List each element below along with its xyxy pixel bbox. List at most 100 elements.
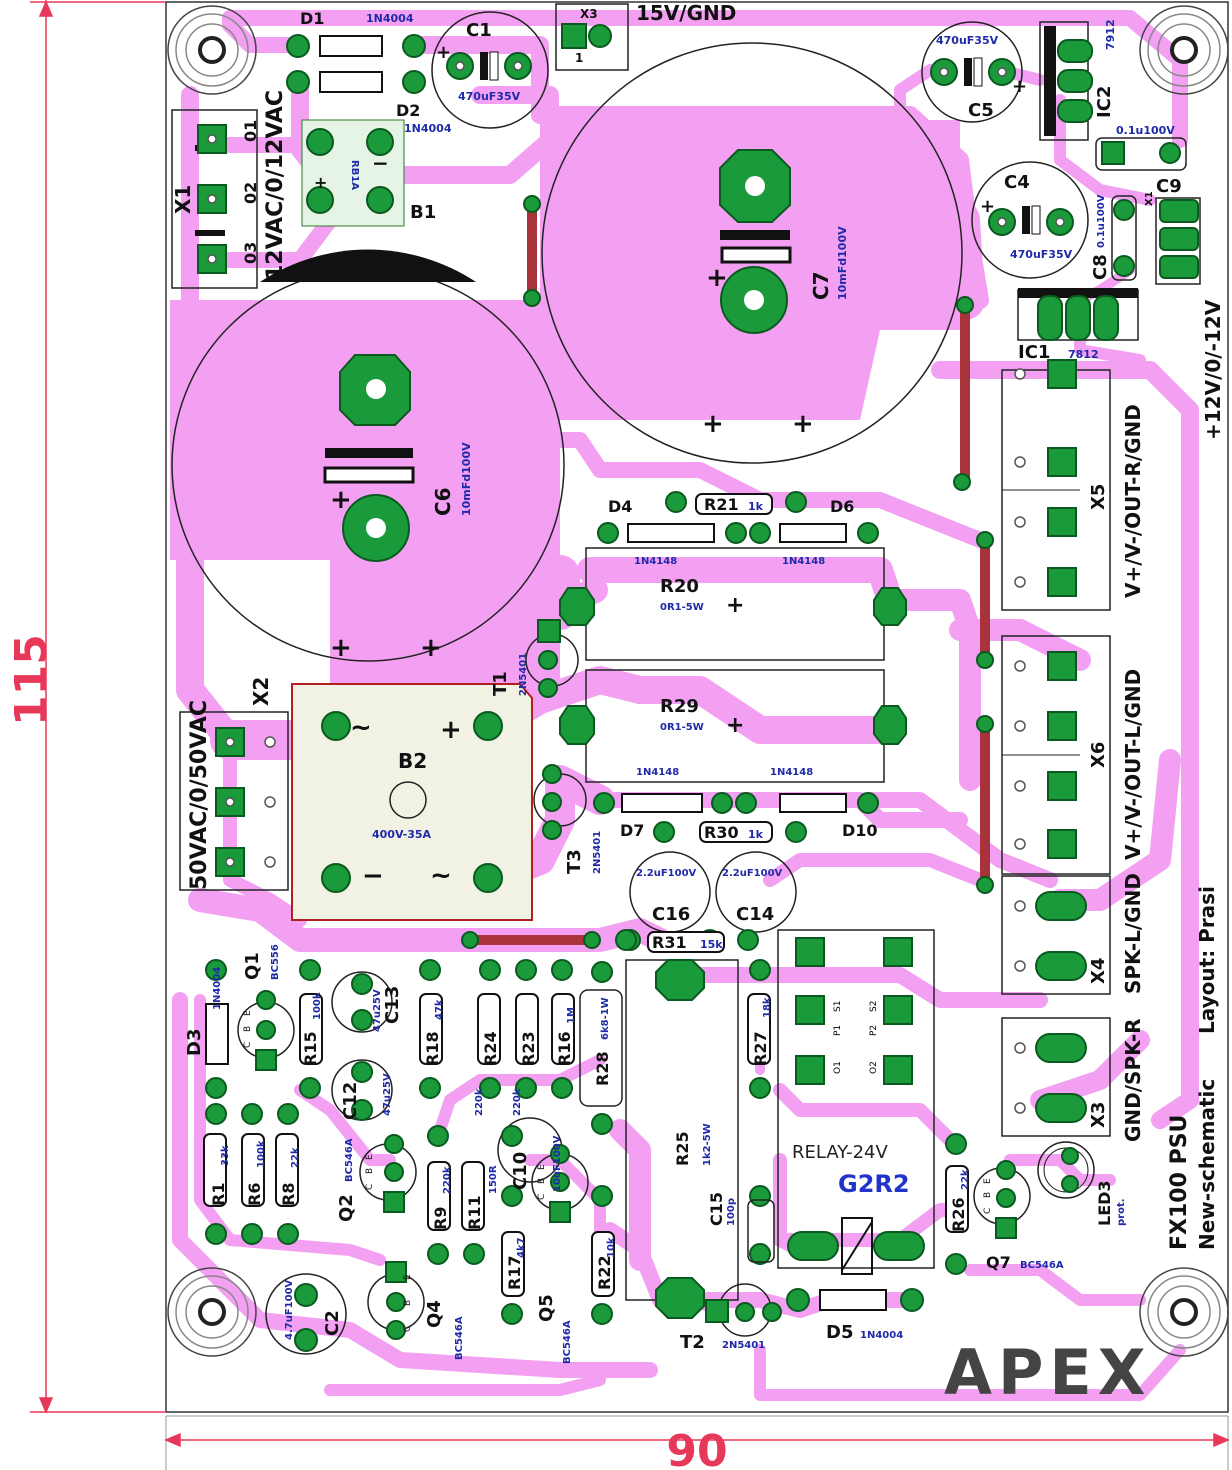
plus-mark-c7: + [706,263,728,293]
layout-credit: Layout: Prasi [1195,886,1219,1034]
q2-ref-label: Q2 [336,1194,357,1222]
d6-ref-label: D6 [830,497,854,516]
x3-spk-ref: X3 [1088,1102,1109,1128]
q1-value-label: BC556 [270,944,281,980]
r22-value-label: 10k [606,1237,617,1258]
b1-value-label: RB1A [349,160,360,190]
pin-b-q2: B [365,1168,375,1174]
connector-x3-top-body [555,3,629,71]
x1-pin-02: 02 [241,182,260,204]
x5-ref: X5 [1088,484,1109,510]
plus-mark-c6-b: + [420,633,442,663]
pin-b-q7: B [983,1192,993,1198]
x1-label: 12VAC/0/12VAC [263,90,288,280]
transistor-q1 [237,990,295,1071]
mounting-hole-br [1139,1267,1229,1357]
minus-mark-b1: − [372,151,389,175]
r28-value-label: 6k8-1W [600,997,611,1040]
transistor-pin-letters: C B E C B E C B E C B E E B C [243,1010,993,1332]
c9-value-label: 0.1u100V [1116,124,1175,137]
relay-pin-o2: O2 [869,1061,879,1074]
resistor-r31 [647,931,725,953]
capacitor-c7 [541,42,963,464]
x4-label: SPK-L/GND [1121,873,1145,994]
r25-value-label: 1k2-5W [702,1123,713,1166]
r23-ref-label: R23 [519,1031,538,1066]
diode-d1 [286,34,426,58]
x3-spk-label: GND/SPK-R [1121,1018,1145,1142]
r23-value-label: 220k [512,1088,523,1116]
c4-ref-label: C4 [1004,172,1030,193]
connector-x3-spk-body [1001,1017,1111,1137]
plus-mark-c6-a: + [330,633,352,663]
plus-mark-r20: + [726,593,744,618]
x1-ref: X1 [171,185,195,214]
r9-ref-label: R9 [431,1207,450,1230]
diode-d7 [593,792,733,814]
relay-label: RELAY-24V [792,1142,888,1163]
r21-ref-label: R21 [704,495,739,514]
plus-mark-c7-a: + [702,409,724,439]
d4-ref-label: D4 [608,497,632,516]
r16-ref-label: R16 [555,1031,574,1066]
d7-ref-label: D7 [620,821,644,840]
d1-ref-label: D1 [300,9,324,28]
resistor-r24 [477,993,501,1065]
relay-pin-o1: O1 [833,1061,843,1074]
c1-ref-label: C1 [466,20,492,41]
d10-ref-label: D10 [842,821,878,840]
t1-value-label: 2N5401 [518,653,529,696]
mounting-holes [167,5,1229,1357]
r18-value-label: 47k [434,999,445,1020]
capacitor-c8 [1111,195,1137,281]
capacitor-c4 [971,161,1089,279]
c16-ref-label: C16 [652,904,690,925]
pin-e-q2: E [365,1154,375,1160]
transistor-q2 [359,1134,417,1213]
resistor-r1 [203,1133,227,1207]
c5-value-label: 470uF35V [936,34,999,47]
r17-ref-label: R17 [505,1255,524,1290]
transistor-t3 [533,764,587,840]
capacitor-c1 [431,11,549,129]
plus-mark-c5: + [1012,76,1027,97]
t3-value-label: 2N5401 [592,831,603,874]
bridge-b1 [301,119,405,227]
resistor-r16 [551,993,575,1065]
q4-ref-label: Q4 [424,1300,445,1328]
pin-b-q4: B [403,1300,413,1306]
c15-ref-label: C15 [707,1192,726,1226]
c2-ref-label: C2 [322,1310,343,1336]
transistor-q5 [531,1144,589,1223]
r15-ref-label: R15 [301,1031,320,1066]
x5-label: V+/V-/OUT-R/GND [1121,404,1145,598]
dimension-lines [30,0,1230,1470]
x1-pin-03: 03 [241,242,260,264]
connector-blocks [171,3,1201,1137]
q7-value-label: BC546A [1020,1260,1064,1271]
d2-ref-label: D2 [396,101,420,120]
relay-pin-s2: S2 [869,1001,879,1012]
t3-ref-label: T3 [564,849,585,874]
transistor-q4 [367,1261,425,1340]
c6-value-label: 10mFd100V [460,442,473,516]
r30-ref-label: R30 [704,823,739,842]
r6-ref-label: R6 [245,1183,264,1206]
led3-value-label: prot. [1116,1198,1127,1226]
resistor-r23 [515,993,539,1065]
r9-value-label: 220k [442,1166,453,1194]
x6-label: V+/V-/OUT-L/GND [1121,669,1145,860]
capacitor-c14-body [715,851,797,933]
title-line2: New-schematic [1195,1079,1219,1250]
x2-ref: X2 [249,677,273,706]
q4-value-label: BC546A [454,1316,465,1360]
led-3 [1037,1141,1095,1199]
diode-d4 [597,522,747,544]
resistor-r30 [699,821,773,843]
x-reg-ref: X1 [1144,191,1155,206]
r8-ref-label: R8 [279,1183,298,1206]
c5-ref-label: C5 [968,100,994,121]
c12-ref-label: C12 [340,1082,361,1120]
